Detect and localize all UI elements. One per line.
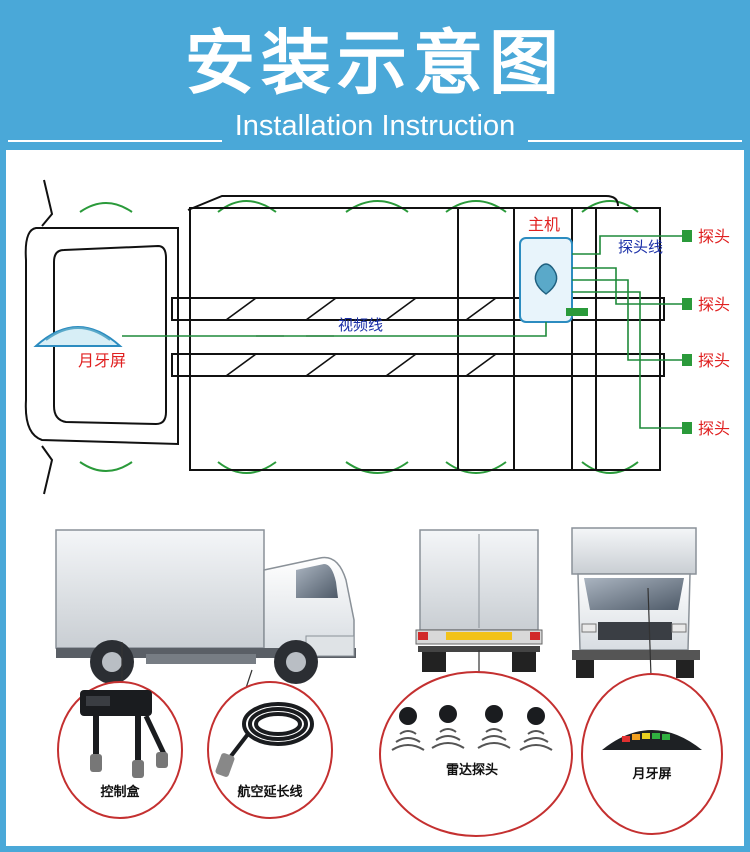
moon-screen-label-top: 月牙屏 <box>78 351 126 370</box>
moon-screen-top <box>33 326 123 347</box>
host-label: 主机 <box>528 215 560 234</box>
probe-sensors: 探头 探头 探头 探头 <box>682 227 730 438</box>
page-subtitle: Installation Instruction <box>234 110 516 142</box>
truck-side-view <box>55 529 356 684</box>
radar-probes-callout: 雷达探头 <box>379 671 573 837</box>
video-wire-label: 视频线 <box>338 316 383 334</box>
probe-sensor-4: 探头 <box>682 419 730 438</box>
truck-front-view <box>571 527 700 678</box>
video-wire <box>122 322 547 337</box>
extension-cable-label: 航空延长线 <box>237 784 302 800</box>
content-panel: 主机 探头线 探头 探头 探头 探头 视频线 月牙屏 <box>6 150 744 846</box>
truck-top-view <box>24 179 665 495</box>
control-box-callout: 控制盒 <box>57 681 183 819</box>
header: 安装示意图 Installation Instruction <box>0 0 750 150</box>
control-box-label: 控制盒 <box>100 784 140 800</box>
svg-text:探头: 探头 <box>698 227 730 246</box>
extension-cable-callout: 航空延长线 <box>207 681 333 819</box>
moon-screen-callout: 月牙屏 <box>581 673 723 835</box>
probe-sensor-2: 探头 <box>682 295 730 314</box>
probe-wires <box>572 235 682 429</box>
svg-text:探头: 探头 <box>698 419 730 438</box>
probe-sensor-3: 探头 <box>682 351 730 370</box>
radar-probes-label: 雷达探头 <box>446 762 498 778</box>
svg-text:探头: 探头 <box>698 351 730 370</box>
installation-diagram: 主机 探头线 探头 探头 探头 探头 视频线 月牙屏 <box>24 179 730 837</box>
title-rule-right <box>528 140 742 142</box>
probe-sensor-1: 探头 <box>682 227 730 246</box>
moon-screen-label: 月牙屏 <box>631 767 671 782</box>
title-rule-left <box>8 140 222 142</box>
truck-rear-view <box>415 529 543 672</box>
page-title: 安装示意图 <box>185 22 565 104</box>
probe-wire-label: 探头线 <box>618 238 663 256</box>
svg-text:探头: 探头 <box>698 295 730 314</box>
